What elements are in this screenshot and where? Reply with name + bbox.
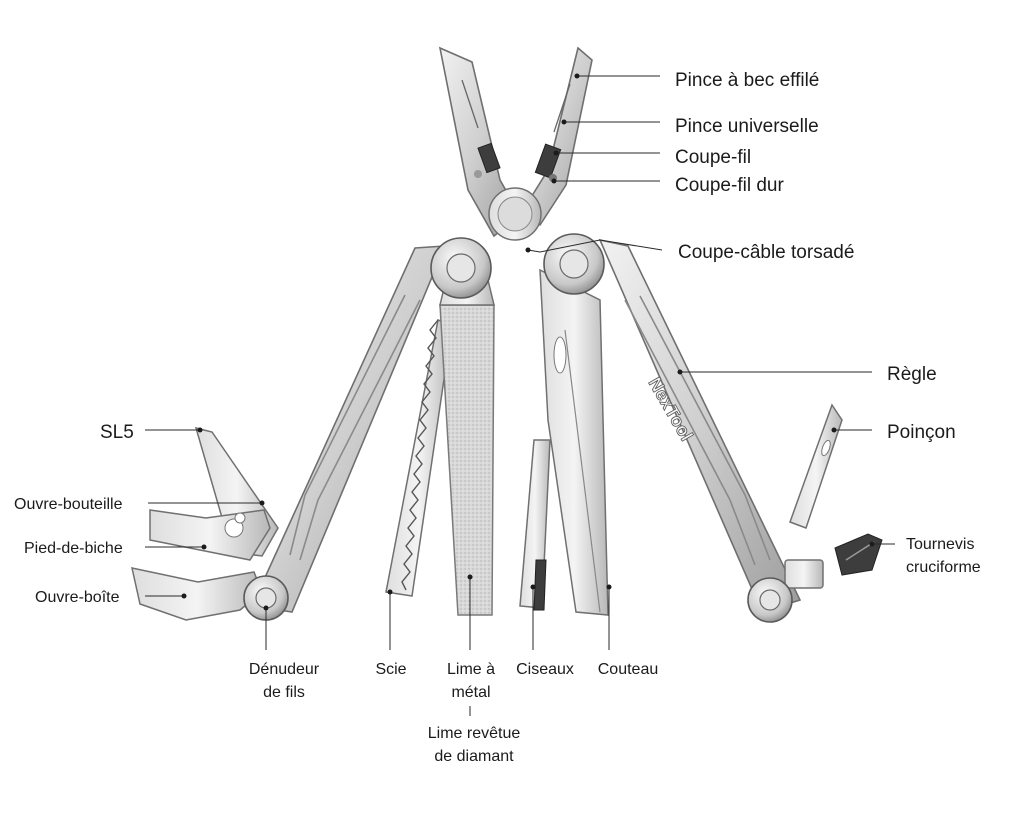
label-regle: Règle	[887, 364, 937, 385]
knife-blade	[539, 268, 609, 616]
right-handle: NexTool	[598, 238, 802, 613]
label-tournevis-1: Tournevis	[906, 536, 974, 553]
label-coupe-fil: Coupe-fil	[675, 147, 751, 168]
label-lime-diamant-1: Lime revêtue	[428, 725, 521, 742]
label-coupe-fil-dur: Coupe-fil dur	[675, 175, 784, 196]
label-lime-metal-2: métal	[451, 684, 490, 701]
label-couteau: Couteau	[598, 661, 659, 678]
label-lime-diamant-2: de diamant	[434, 748, 514, 765]
scissors	[519, 439, 551, 611]
label-ouvre-boite: Ouvre-boîte	[35, 589, 120, 606]
label-poincon: Poinçon	[887, 422, 956, 443]
left-handle	[250, 245, 447, 613]
label-pince-universelle: Pince universelle	[675, 116, 819, 137]
pivot-top-left	[430, 237, 492, 299]
awl-tool	[789, 403, 843, 529]
screwdriver-bit	[784, 533, 883, 589]
label-coupe-cable: Coupe-câble torsadé	[678, 242, 854, 263]
pivot-top-right	[543, 233, 605, 295]
label-pince-bec-effile: Pince à bec effilé	[675, 70, 819, 91]
label-ciseaux: Ciseaux	[516, 661, 574, 678]
pivot-bottom-right	[747, 577, 793, 623]
label-sl5: SL5	[100, 422, 134, 443]
label-scie: Scie	[375, 661, 406, 678]
leader-lines	[145, 73, 895, 716]
label-tournevis-2: cruciforme	[906, 559, 981, 576]
label-denudeur-1: Dénudeur	[249, 661, 320, 678]
label-denudeur-2: de fils	[263, 684, 305, 701]
label-ouvre-bouteille: Ouvre-bouteille	[14, 496, 123, 513]
left-fold-tools	[131, 426, 279, 621]
pliers-jaws	[438, 46, 593, 241]
label-pied-de-biche: Pied-de-biche	[24, 540, 123, 557]
label-lime-metal-1: Lime à	[447, 661, 495, 678]
diamond-file	[439, 279, 495, 616]
labels: Pince à bec effilé Pince universelle Cou…	[14, 70, 981, 765]
multitool-illustration: NexTool	[131, 46, 883, 623]
